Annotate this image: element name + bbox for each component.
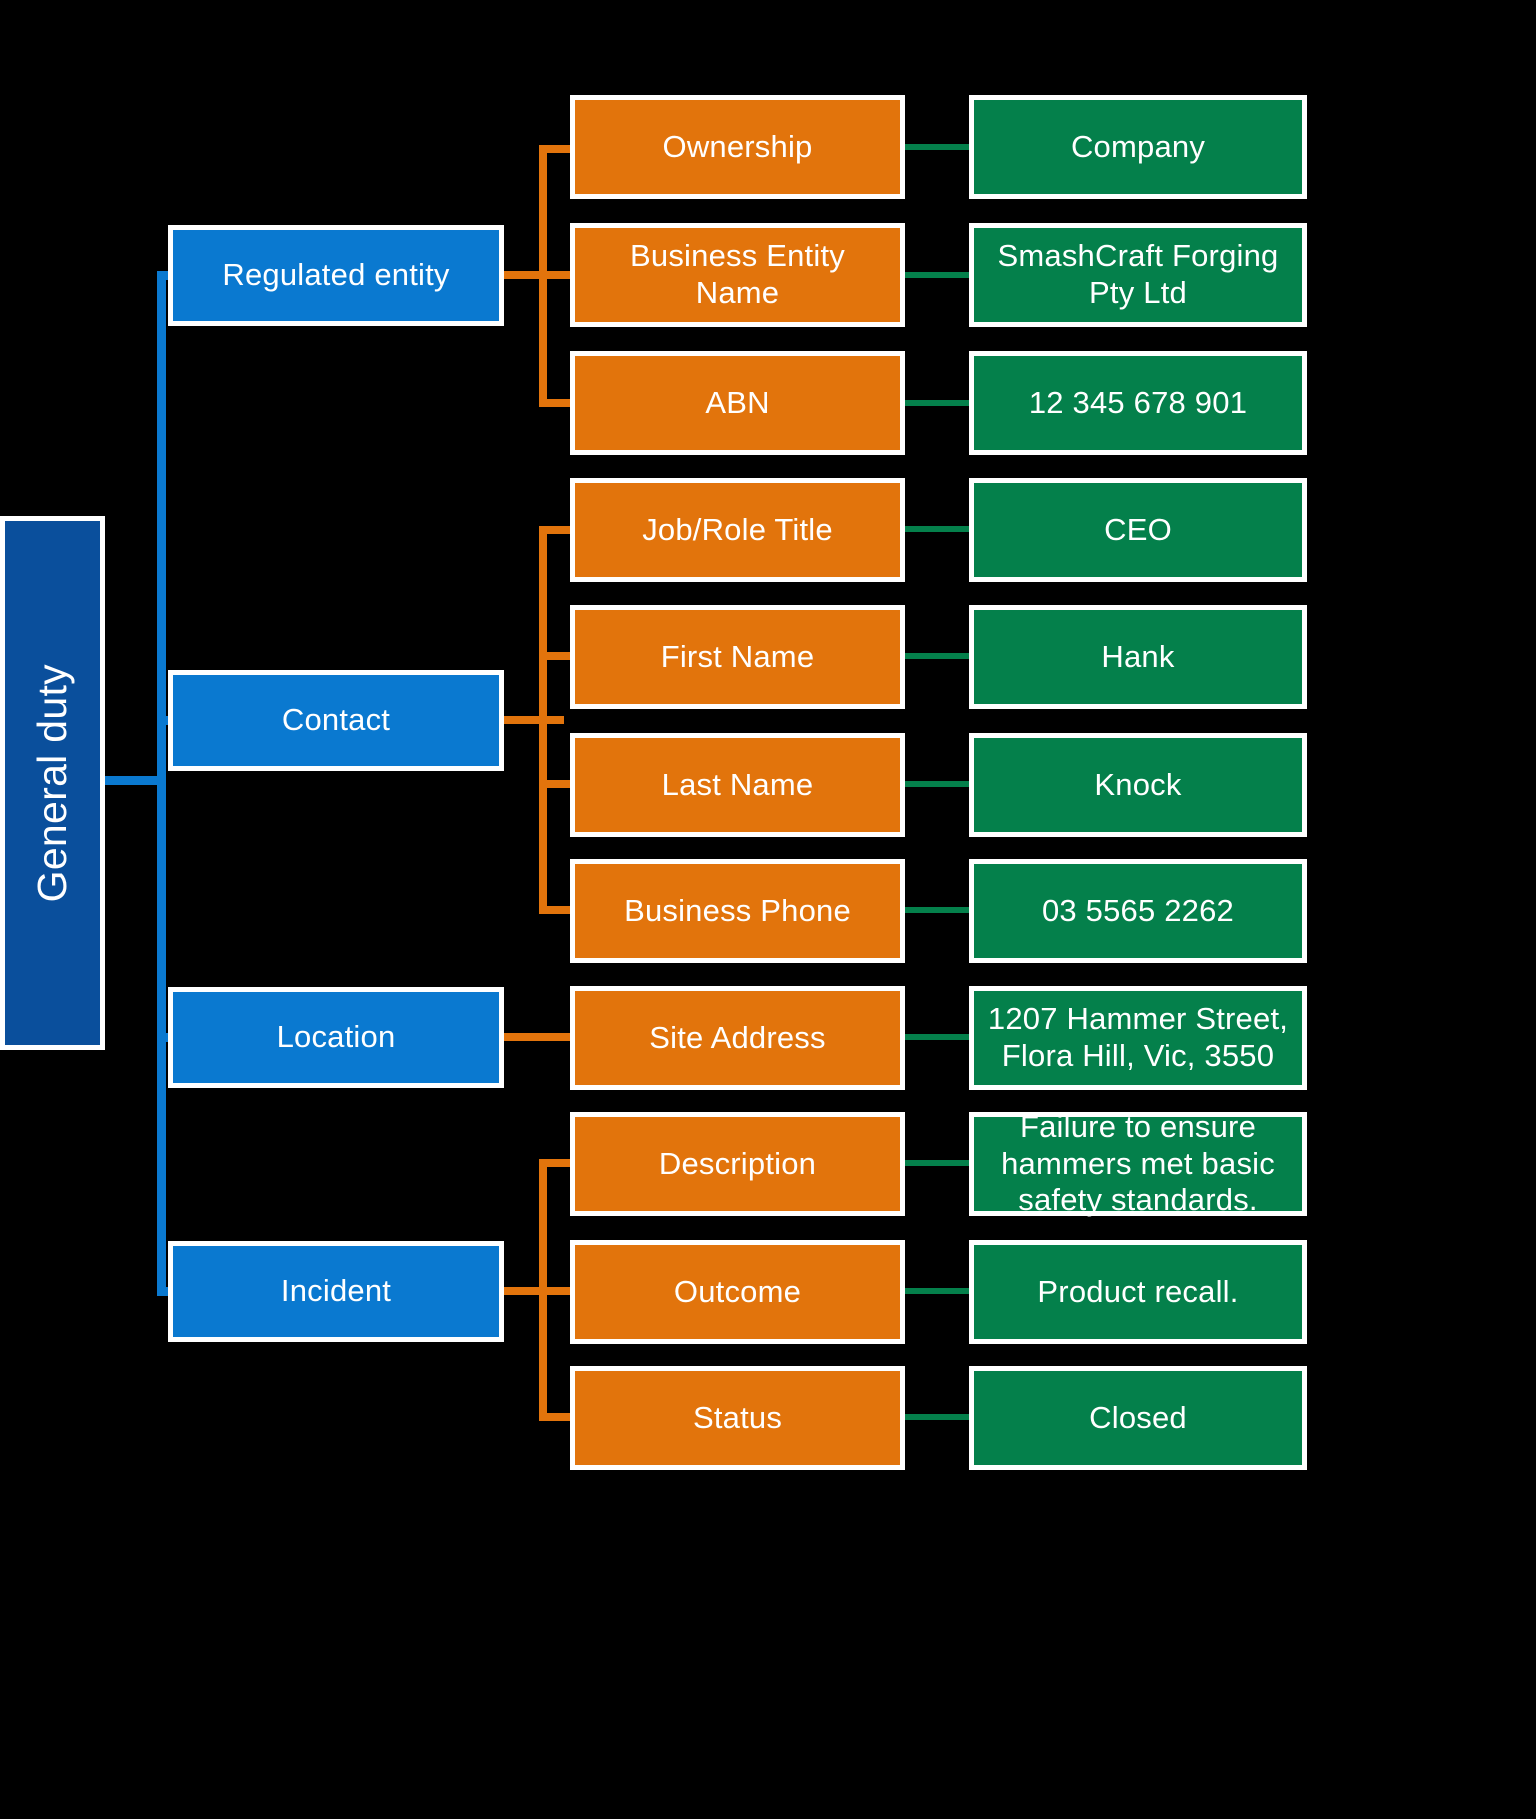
node-field-ownership-label: Ownership xyxy=(662,128,813,164)
connector-job-role-title-to-value xyxy=(905,526,971,532)
node-general-duty[interactable]: General duty xyxy=(0,516,105,1050)
node-field-business-phone-label: Business Phone xyxy=(624,892,851,928)
connector-to-description xyxy=(539,1159,571,1167)
node-value-description[interactable]: Failure to ensure hammers met basic safe… xyxy=(969,1109,1307,1218)
connector-business-entity-name-to-value xyxy=(905,272,971,278)
connector-blue-trunk xyxy=(157,272,166,1294)
node-value-job-role-title[interactable]: CEO xyxy=(969,478,1307,582)
connector-to-last-name xyxy=(539,780,571,788)
node-value-status[interactable]: Closed xyxy=(969,1366,1307,1470)
node-value-business-phone-label: 03 5565 2262 xyxy=(1041,892,1235,928)
connector-regulated-entity-stub xyxy=(504,271,564,279)
connector-contact-trunk xyxy=(539,526,547,911)
node-field-last-name[interactable]: Last Name xyxy=(570,733,905,837)
node-value-company[interactable]: Company xyxy=(969,95,1307,199)
connector-status-to-value xyxy=(905,1414,971,1420)
node-value-last-name[interactable]: Knock xyxy=(969,733,1307,837)
node-value-status-label: Closed xyxy=(1089,1399,1187,1435)
node-value-first-name[interactable]: Hank xyxy=(969,605,1307,709)
connector-to-job-role-title xyxy=(539,526,571,534)
node-field-site-address-label: Site Address xyxy=(649,1019,826,1055)
node-field-description[interactable]: Description xyxy=(570,1112,905,1216)
node-contact[interactable]: Contact xyxy=(168,670,504,771)
connector-to-business-entity-name xyxy=(539,271,571,279)
node-value-company-label: Company xyxy=(1070,128,1206,164)
connector-ownership-to-company xyxy=(905,144,971,150)
node-value-abn[interactable]: 12 345 678 901 xyxy=(969,351,1307,455)
connector-abn-to-value xyxy=(905,400,971,406)
node-value-business-entity-name-label: SmashCraft Forging Pty Ltd xyxy=(997,238,1279,310)
node-location[interactable]: Location xyxy=(168,987,504,1088)
connector-description-to-value xyxy=(905,1160,971,1166)
connector-outcome-to-value xyxy=(905,1288,971,1294)
node-location-label: Location xyxy=(276,1019,396,1055)
node-field-abn[interactable]: ABN xyxy=(570,351,905,455)
connector-to-abn xyxy=(539,399,571,407)
node-value-abn-label: 12 345 678 901 xyxy=(1028,384,1248,420)
node-value-site-address-label: 1207 Hammer Street, Flora Hill, Vic, 355… xyxy=(987,1001,1289,1073)
node-field-last-name-label: Last Name xyxy=(661,766,814,802)
connector-to-business-phone xyxy=(539,906,571,914)
node-field-status[interactable]: Status xyxy=(570,1366,905,1470)
node-value-job-role-title-label: CEO xyxy=(1104,511,1172,547)
connector-to-site-address xyxy=(504,1033,571,1041)
node-field-ownership[interactable]: Ownership xyxy=(570,95,905,199)
node-value-outcome[interactable]: Product recall. xyxy=(969,1240,1307,1344)
node-value-description-label: Failure to ensure hammers met basic safe… xyxy=(1001,1109,1275,1218)
node-field-business-phone[interactable]: Business Phone xyxy=(570,859,905,963)
node-contact-label: Contact xyxy=(281,702,391,738)
node-field-description-label: Description xyxy=(658,1145,817,1181)
node-value-site-address[interactable]: 1207 Hammer Street, Flora Hill, Vic, 355… xyxy=(969,986,1307,1090)
connector-site-address-to-value xyxy=(905,1034,971,1040)
node-field-status-label: Status xyxy=(692,1399,783,1435)
node-field-job-role-title-label: Job/Role Title xyxy=(642,511,833,547)
connector-incident-stub xyxy=(504,1287,564,1295)
node-field-first-name[interactable]: First Name xyxy=(570,605,905,709)
node-value-outcome-label: Product recall. xyxy=(1037,1273,1239,1309)
connector-last-name-to-value xyxy=(905,781,971,787)
connector-to-outcome xyxy=(539,1287,571,1295)
node-field-outcome[interactable]: Outcome xyxy=(570,1240,905,1344)
node-field-business-entity-name[interactable]: Business Entity Name xyxy=(570,223,905,327)
node-field-outcome-label: Outcome xyxy=(673,1273,802,1309)
connector-root-stub xyxy=(104,776,166,785)
connector-first-name-to-value xyxy=(905,653,971,659)
node-field-job-role-title[interactable]: Job/Role Title xyxy=(570,478,905,582)
node-value-business-entity-name[interactable]: SmashCraft Forging Pty Ltd xyxy=(969,223,1307,327)
connector-to-status xyxy=(539,1413,571,1421)
node-field-business-entity-name-label: Business Entity Name xyxy=(630,238,845,310)
connector-to-ownership xyxy=(539,145,571,153)
node-value-first-name-label: Hank xyxy=(1101,638,1175,674)
node-field-abn-label: ABN xyxy=(705,384,770,420)
node-field-site-address[interactable]: Site Address xyxy=(570,986,905,1090)
node-general-duty-label: General duty xyxy=(29,663,76,903)
node-field-first-name-label: First Name xyxy=(660,638,815,674)
connector-contact-stub xyxy=(504,716,564,724)
connector-to-first-name xyxy=(539,652,571,660)
node-regulated-entity[interactable]: Regulated entity xyxy=(168,225,504,326)
node-regulated-entity-label: Regulated entity xyxy=(222,257,450,293)
node-value-business-phone[interactable]: 03 5565 2262 xyxy=(969,859,1307,963)
connector-business-phone-to-value xyxy=(905,907,971,913)
node-incident-label: Incident xyxy=(280,1273,392,1309)
node-value-last-name-label: Knock xyxy=(1094,766,1182,802)
node-incident[interactable]: Incident xyxy=(168,1241,504,1342)
